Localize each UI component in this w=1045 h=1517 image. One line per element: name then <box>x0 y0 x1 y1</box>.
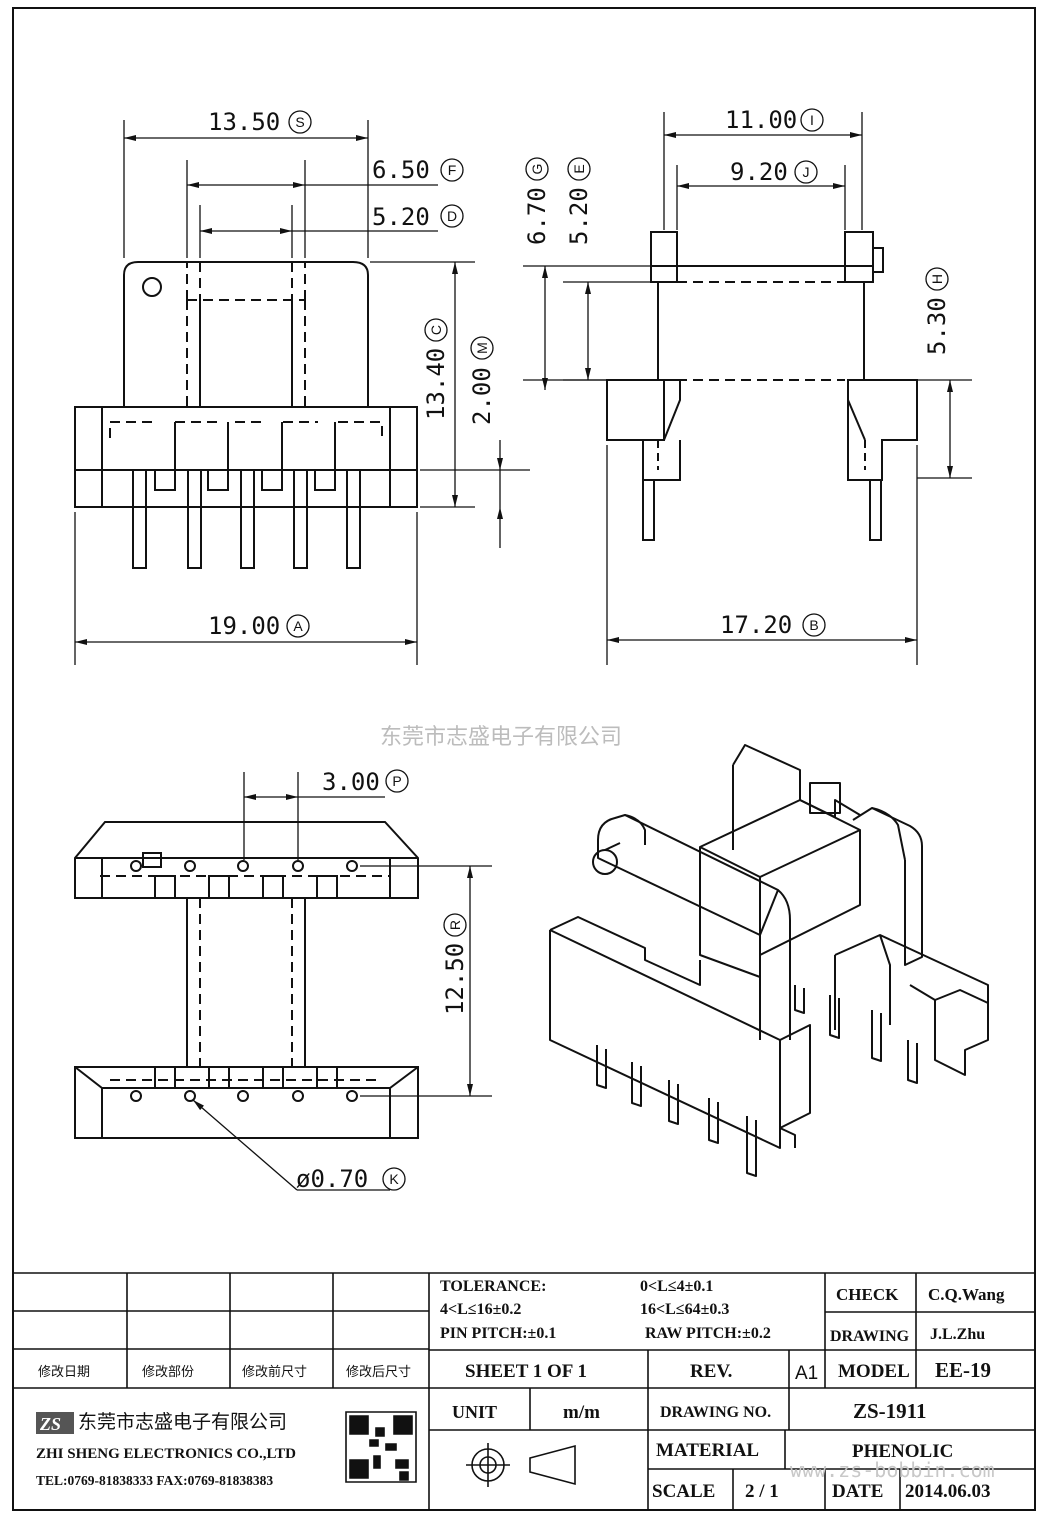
svg-text:17.20: 17.20 <box>720 611 792 639</box>
dim-i: 11.00 I <box>725 106 823 134</box>
check-label: CHECK <box>836 1285 899 1304</box>
svg-text:J: J <box>803 164 810 180</box>
watermark-url: www.zs-bobbin.com <box>790 1458 995 1482</box>
sheet-text: SHEET 1 OF 1 <box>465 1361 587 1382</box>
side-view-dimensions <box>523 112 972 665</box>
svg-text:19.00: 19.00 <box>208 612 280 640</box>
svg-text:ZS: ZS <box>39 1414 61 1434</box>
dim-j: 9.20 J <box>730 158 817 186</box>
svg-text:S: S <box>295 114 304 130</box>
front-view <box>75 262 417 568</box>
date-label: DATE <box>832 1481 883 1502</box>
material-label: MATERIAL <box>656 1440 759 1461</box>
drawing-border <box>13 8 1035 1510</box>
svg-text:R: R <box>447 920 463 930</box>
model-value: EE-19 <box>935 1358 991 1382</box>
rev-col-date: 修改日期 <box>38 1364 90 1379</box>
unit-label: UNIT <box>452 1402 497 1422</box>
model-label: MODEL <box>838 1361 910 1382</box>
svg-text:H: H <box>929 274 945 284</box>
svg-text:5.30: 5.30 <box>923 297 951 355</box>
dim-h: 5.30 H <box>923 268 951 355</box>
company-logo: ZS <box>36 1412 74 1434</box>
dim-r: 12.50 R <box>441 914 469 1015</box>
svg-text:3.00: 3.00 <box>322 768 380 796</box>
svg-text:B: B <box>809 617 818 633</box>
unit-value: m/m <box>563 1402 600 1423</box>
svg-text:A: A <box>293 618 303 634</box>
rev-col-before: 修改前尺寸 <box>242 1364 307 1379</box>
svg-text:M: M <box>474 342 490 354</box>
dim-a: 19.00 A <box>208 612 309 640</box>
svg-text:K: K <box>389 1171 399 1187</box>
svg-text:E: E <box>571 164 587 173</box>
svg-text:6.50: 6.50 <box>372 156 430 184</box>
drawing-value: J.L.Zhu <box>930 1326 985 1343</box>
dim-e: 5.20 E <box>565 158 593 245</box>
date-value: 2014.06.03 <box>905 1481 991 1502</box>
raw-pitch: RAW PITCH:±0.2 <box>645 1325 771 1342</box>
svg-text:13.50: 13.50 <box>208 108 280 136</box>
dim-s: 13.50 S <box>208 108 311 136</box>
drawing-no-value: ZS-1911 <box>853 1399 927 1423</box>
dim-d: 5.20 D <box>372 203 463 231</box>
dim-c: 13.40 C <box>422 319 450 420</box>
svg-text:6.70: 6.70 <box>523 187 551 245</box>
front-view-dimensions <box>75 120 530 665</box>
material-value: PHENOLIC <box>852 1441 953 1462</box>
svg-text:13.40: 13.40 <box>422 348 450 420</box>
check-value: C.Q.Wang <box>928 1285 1005 1304</box>
tolerance-3: 16<L≤64±0.3 <box>640 1301 729 1318</box>
drawing-no-label: DRAWING NO. <box>660 1404 771 1421</box>
watermark-company: 东莞市志盛电子有限公司 <box>380 725 622 750</box>
tolerance-1: 0<L≤4±0.1 <box>640 1278 713 1295</box>
svg-text:D: D <box>447 208 457 224</box>
rev-label: REV. <box>690 1361 732 1382</box>
tolerance-2: 4<L≤16±0.2 <box>440 1301 521 1318</box>
svg-text:C: C <box>428 325 444 335</box>
scale-label: SCALE <box>652 1481 715 1502</box>
title-block-text: TOLERANCE: 0<L≤4±0.1 4<L≤16±0.2 16<L≤64±… <box>36 1278 1005 1502</box>
svg-text:2.00: 2.00 <box>468 367 496 425</box>
company-name-cn: 东莞市志盛电子有限公司 <box>78 1411 287 1433</box>
bottom-view <box>75 822 418 1138</box>
rev-col-part: 修改部份 <box>142 1364 194 1379</box>
rev-col-after: 修改后尺寸 <box>346 1364 411 1379</box>
dimension-labels: 13.50 S 6.50 F 5.20 D 19.00 A 11.00 I 9.… <box>208 106 951 1193</box>
svg-text:5.20: 5.20 <box>372 203 430 231</box>
pin-pitch: PIN PITCH:±0.1 <box>440 1325 556 1342</box>
svg-text:5.20: 5.20 <box>565 187 593 245</box>
dim-b: 17.20 B <box>720 611 825 639</box>
rev-value: A1 <box>795 1363 818 1384</box>
bottom-view-dimensions <box>193 772 492 1190</box>
svg-text:ø0.70: ø0.70 <box>296 1165 368 1193</box>
company-contact: TEL:0769-81838333 FAX:0769-81838383 <box>36 1473 273 1488</box>
drawing-label: DRAWING <box>830 1328 910 1345</box>
svg-text:F: F <box>448 162 457 178</box>
dim-k: ø0.70 K <box>296 1165 405 1193</box>
isometric-view <box>550 745 988 1176</box>
dim-m: 2.00 M <box>468 337 496 425</box>
svg-text:11.00: 11.00 <box>725 106 797 134</box>
company-name-en: ZHI SHENG ELECTRONICS CO.,LTD <box>36 1446 296 1462</box>
svg-text:12.50: 12.50 <box>441 943 469 1015</box>
svg-text:9.20: 9.20 <box>730 158 788 186</box>
dim-f: 6.50 F <box>372 156 463 184</box>
scale-value: 2 / 1 <box>745 1481 779 1502</box>
dim-g: 6.70 G <box>523 158 551 245</box>
svg-text:P: P <box>392 773 401 789</box>
title-block <box>13 1273 1035 1510</box>
svg-text:I: I <box>810 112 814 128</box>
tolerance-label: TOLERANCE: <box>440 1278 546 1295</box>
dim-p: 3.00 P <box>322 768 408 796</box>
svg-text:G: G <box>529 164 545 175</box>
side-view <box>607 232 917 540</box>
